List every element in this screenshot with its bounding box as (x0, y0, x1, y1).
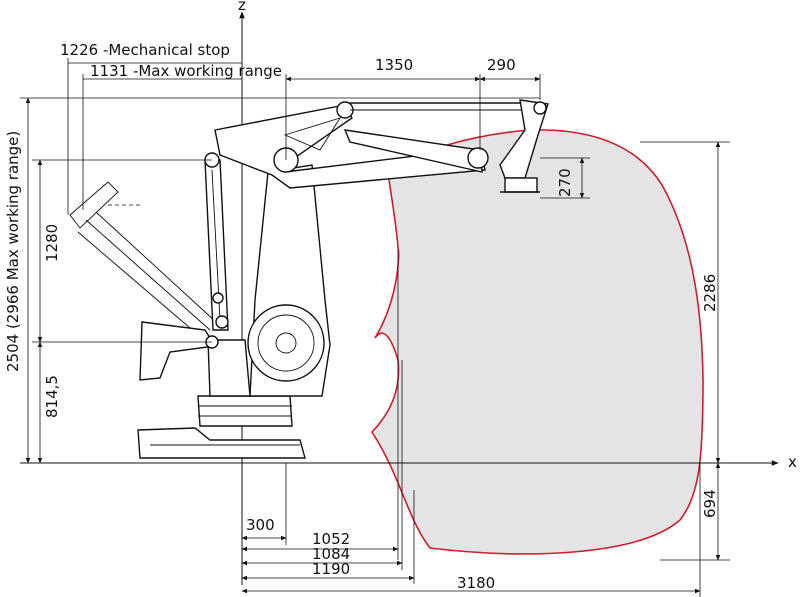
label-3180: 3180 (457, 574, 495, 592)
label-2504: 2504 (2966 Max working range) (4, 131, 22, 372)
label-1350: 1350 (375, 56, 413, 74)
label-8145: 814,5 (43, 375, 61, 418)
label-2286: 2286 (701, 274, 719, 312)
working-envelope (370, 129, 704, 555)
x-axis-label: x (788, 453, 797, 471)
label-1190: 1190 (312, 560, 350, 578)
label-694: 694 (701, 489, 719, 518)
label-270: 270 (556, 168, 574, 197)
label-1084: 1084 (312, 545, 350, 563)
z-axis-label: z (238, 0, 246, 14)
robot-body (137, 99, 549, 459)
label-1280: 1280 (43, 224, 61, 262)
label-300: 300 (246, 516, 275, 534)
label-mech-stop: 1226 -Mechanical stop (60, 41, 230, 59)
label-max-working-range: 1131 -Max working range (90, 62, 282, 80)
label-1052: 1052 (312, 530, 350, 548)
label-290: 290 (487, 56, 516, 74)
arm-reach-ghost (69, 181, 217, 341)
